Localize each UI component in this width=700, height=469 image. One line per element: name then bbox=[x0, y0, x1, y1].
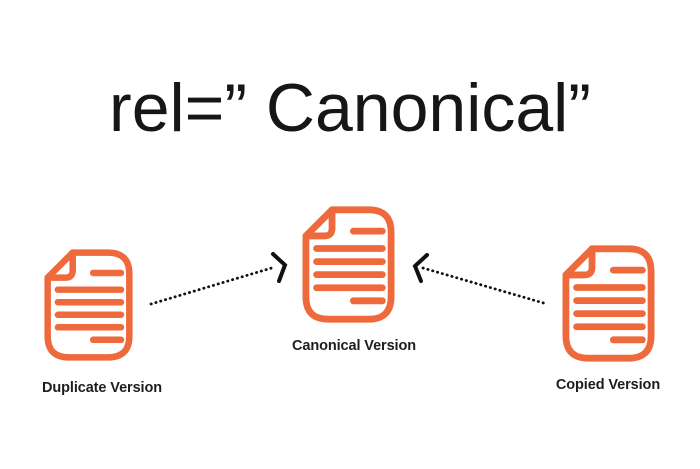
dotted-arrow-left-icon bbox=[149, 252, 288, 306]
page-title: rel=” Canonical” bbox=[109, 70, 591, 146]
document-icon bbox=[44, 249, 133, 361]
node-duplicate-version bbox=[42, 247, 135, 363]
node-canonical-version bbox=[300, 204, 397, 325]
document-icon bbox=[562, 245, 655, 362]
document-icon bbox=[302, 206, 395, 323]
duplicate-version-label: Duplicate Version bbox=[42, 380, 162, 396]
copied-version-label: Copied Version bbox=[555, 377, 661, 393]
canonical-version-label: Canonical Version bbox=[291, 338, 416, 354]
dotted-arrow-right-icon bbox=[412, 253, 549, 306]
node-copied-version bbox=[560, 243, 657, 364]
